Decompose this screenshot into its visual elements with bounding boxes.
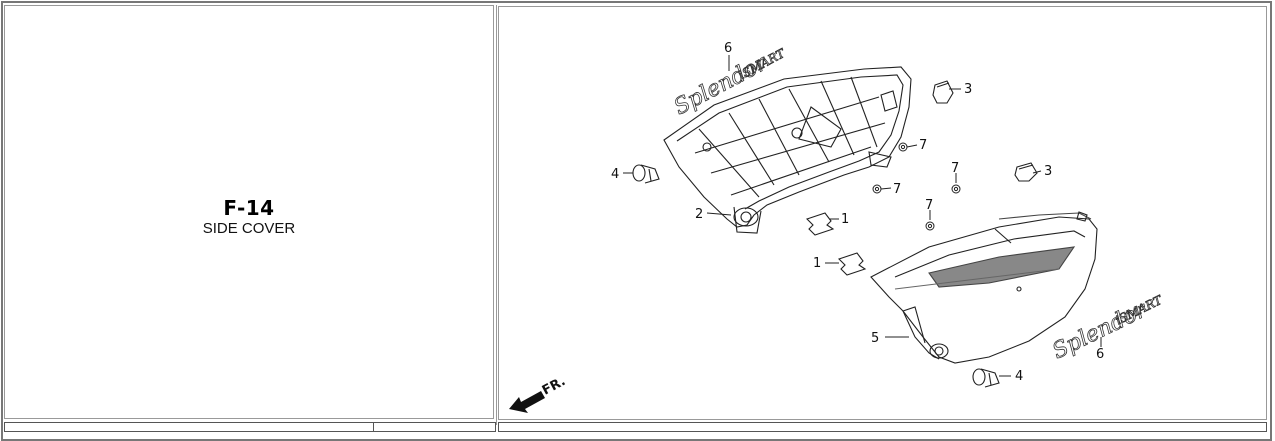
part-6-emblem-lower: Splendor iSMART — [1048, 292, 1165, 365]
callout-7-a: 7 — [919, 138, 927, 153]
callout-3-lower: 3 — [1044, 164, 1052, 179]
section-title-block: F-14 SIDE COVER — [5, 196, 493, 238]
callout-4-lower: 4 — [1015, 369, 1023, 384]
next-row-cell-2 — [373, 422, 496, 432]
column-divider — [496, 5, 497, 425]
part-4-bolt-upper — [632, 164, 660, 184]
callout-7-d: 7 — [925, 198, 933, 213]
leader-lines — [623, 55, 1102, 377]
section-name: SIDE COVER — [202, 220, 296, 237]
callout-4-upper: 4 — [611, 167, 619, 182]
part-1-clip-lower — [837, 252, 867, 276]
callout-7-c: 7 — [951, 161, 959, 176]
part-7-nut-c — [951, 184, 961, 194]
next-row-cell-1 — [4, 422, 374, 432]
callout-7-b: 7 — [893, 182, 901, 197]
part-2-inner-frame — [663, 66, 912, 234]
part-7-nut-b — [872, 184, 882, 194]
callout-5: 5 — [871, 331, 879, 346]
part-3-grommet-lower — [1014, 162, 1038, 182]
next-row-cell-3 — [498, 422, 1267, 432]
callout-1-lower: 1 — [813, 256, 821, 271]
diagram-cell: Splendor iSMART Splendor iSMART 6 — [498, 6, 1267, 420]
callout-3-upper: 3 — [964, 82, 972, 97]
section-code: F-14 — [223, 196, 275, 220]
callout-2: 2 — [695, 207, 703, 222]
section-title-cell: F-14 SIDE COVER — [4, 5, 494, 419]
callout-6-upper: 6 — [724, 41, 732, 56]
part-7-nut-d — [925, 221, 935, 231]
exploded-parts-diagram: Splendor iSMART Splendor iSMART 6 — [509, 41, 1166, 413]
front-direction-indicator: FR. — [509, 374, 568, 413]
callout-6-lower: 6 — [1096, 347, 1104, 362]
front-direction-label: FR. — [540, 374, 568, 399]
part-3-grommet-upper — [932, 80, 954, 104]
callout-labels: 6 3 4 7 7 7 3 7 2 1 1 5 6 4 — [611, 41, 1104, 384]
part-4-bolt-lower — [972, 368, 1000, 388]
part-1-clip-upper — [805, 212, 835, 236]
part-7-nut-a — [898, 142, 908, 152]
callout-1-upper: 1 — [841, 212, 849, 227]
front-arrow-icon — [509, 391, 545, 413]
part-5-outer-cover — [870, 211, 1098, 364]
